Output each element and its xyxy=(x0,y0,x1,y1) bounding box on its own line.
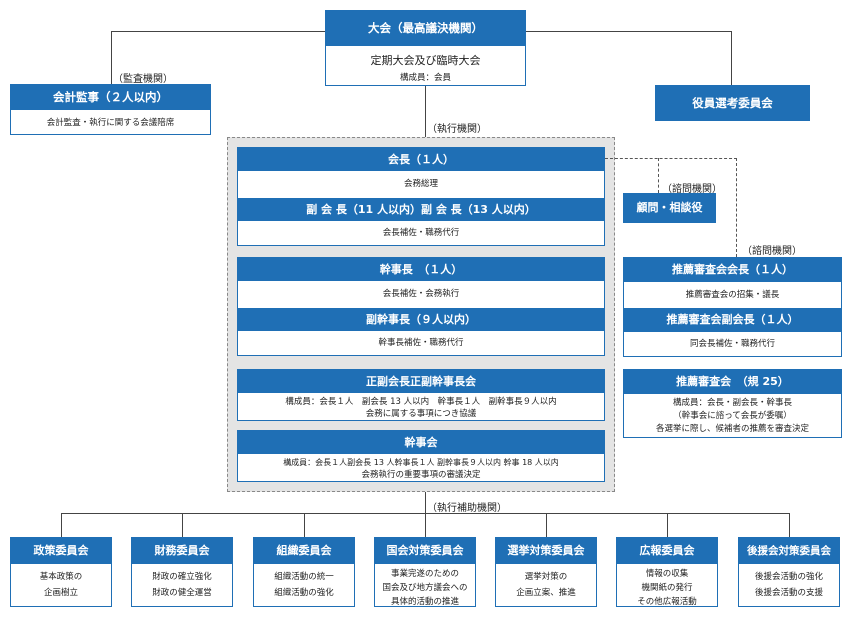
deputy-secretary-title: 副幹事長（９人以内） xyxy=(238,308,604,331)
leaders-meeting-members: 構成員：会長１人 副会長 13 人以内 幹事長１人 副幹事長９人以内 xyxy=(285,397,557,407)
committee-election: 選挙対策委員会 選挙対策の 企画立案、推進 xyxy=(495,537,597,607)
audit-title: 会計監事（２人以内） xyxy=(11,85,210,110)
connector-assembly-exec xyxy=(425,86,426,137)
audit-box: 会計監事（２人以内） 会計監査・執行に関する会議陪席 xyxy=(10,84,211,135)
deputy-secretary-desc: 幹事長補佐・職務代行 xyxy=(378,338,464,348)
rec-vice-title: 推薦審査会副会長（１人） xyxy=(624,308,841,332)
committee-duties: 選挙対策の 企画立案、推進 xyxy=(516,572,576,598)
support-label: （執行補助機関） xyxy=(427,503,507,514)
rec-vice-desc: 同会長補佐・職務代行 xyxy=(689,339,775,349)
committee-title: 国会対策委員会 xyxy=(375,538,475,564)
rec-chair-desc: 推薦審査会の招集・議長 xyxy=(685,290,780,300)
leaders-meeting-duty: 会務に属する事項につき協議 xyxy=(365,409,477,419)
board-box: 幹事会 構成員：会長１人副会長 13 人幹事長１人 副幹事長９人以内 幹事 18… xyxy=(237,430,605,482)
rec-council-members: 構成員：会長・副会長・幹事長 xyxy=(672,398,792,408)
connector-committee-1 xyxy=(61,513,62,537)
rec-council-title: 推薦審査会 （規 25） xyxy=(624,370,841,394)
committee-diet-affairs: 国会対策委員会 事業完遂のための 国会及び地方議会への 具体的活動の推進 xyxy=(374,537,476,607)
committee-title: 政策委員会 xyxy=(11,538,111,564)
audit-desc: 会計監査・執行に関する会議陪席 xyxy=(46,118,175,128)
leaders-meeting-box: 正副会長正副幹事長会 構成員：会長１人 副会長 13 人以内 幹事長１人 副幹事… xyxy=(237,369,605,421)
rec-council-appointment: （幹事会に諮って会長が委嘱） xyxy=(673,411,792,421)
committee-organization: 組織委員会 組織活動の統一 組織活動の強化 xyxy=(253,537,355,607)
board-duty: 会務執行の重要事項の審議決定 xyxy=(361,470,481,480)
committee-duties: 財政の確立強化 財政の健全運営 xyxy=(152,572,212,598)
committee-title: 財務委員会 xyxy=(132,538,232,564)
vice-president-desc: 会長補佐・職務代行 xyxy=(382,228,460,238)
audit-label: （監査機関） xyxy=(113,74,173,85)
assembly-box: 大会（最高議決機関） 定期大会及び臨時大会 構成員：会員 xyxy=(325,10,526,86)
connector-committee-3 xyxy=(304,513,305,537)
secretary-general-box: 幹事長 （１人） 会長補佐・会務執行 副幹事長（９人以内） 幹事長補佐・職務代行 xyxy=(237,257,605,356)
executive-label: （執行機関） xyxy=(427,124,487,135)
rec-council-duty: 各選挙に際し、候補者の推薦を審査決定 xyxy=(655,424,809,434)
secretary-general-desc: 会長補佐・会務執行 xyxy=(382,289,460,299)
committee-title: 選挙対策委員会 xyxy=(496,538,596,564)
advisors-title: 顧問・相談役 xyxy=(624,194,715,222)
advisory-dashed-horizontal xyxy=(605,158,737,159)
assembly-meeting-type: 定期大会及び臨時大会 xyxy=(370,54,481,67)
committee-supporters: 後援会対策委員会 後援会活動の強化 後援会活動の支援 xyxy=(738,537,840,607)
committee-title: 組織委員会 xyxy=(254,538,354,564)
advisors-box: 顧問・相談役 xyxy=(623,193,716,223)
board-title: 幹事会 xyxy=(238,431,604,454)
president-box: 会長（１人） 会務総理 副 会 長（11 人以内）副 会 長（13 人以内） 会… xyxy=(237,147,605,246)
rec-chair-box: 推薦審査会会長（１人） 推薦審査会の招集・議長 推薦審査会副会長（１人） 同会長… xyxy=(623,257,842,357)
secretary-general-title: 幹事長 （１人） xyxy=(238,258,604,281)
connector-committee-2 xyxy=(182,513,183,537)
officer-selection-box: 役員選考委員会 xyxy=(655,85,810,121)
committee-public-relations: 広報委員会 情報の収集 機関紙の発行 その他広報活動 xyxy=(616,537,718,607)
committee-duties: 組織活動の統一 組織活動の強化 xyxy=(274,572,334,598)
connector-committee-4 xyxy=(425,513,426,537)
committee-duties: 後援会活動の強化 後援会活動の支援 xyxy=(754,572,823,598)
advisory-dashed-vertical-1 xyxy=(658,158,659,193)
connector-audit-horizontal xyxy=(111,31,325,32)
advisory-label-2: （諮問機関） xyxy=(742,246,802,257)
connector-selection-horizontal xyxy=(526,31,732,32)
advisory-label-1: （諮問機関） xyxy=(662,184,722,195)
officer-selection-title: 役員選考委員会 xyxy=(656,86,809,120)
connector-committee-5 xyxy=(546,513,547,537)
committee-duties: 基本政策の 企画樹立 xyxy=(39,572,83,598)
rec-chair-title: 推薦審査会会長（１人） xyxy=(624,258,841,282)
committee-finance: 財務委員会 財政の確立強化 財政の健全運営 xyxy=(131,537,233,607)
rec-council-box: 推薦審査会 （規 25） 構成員：会長・副会長・幹事長 （幹事会に諮って会長が委… xyxy=(623,369,842,438)
assembly-members: 構成員：会員 xyxy=(399,73,451,83)
leaders-meeting-title: 正副会長正副幹事長会 xyxy=(238,370,604,393)
connector-selection-vertical xyxy=(731,31,732,85)
president-desc: 会務総理 xyxy=(403,179,438,189)
president-title: 会長（１人） xyxy=(238,148,604,171)
board-members: 構成員：会長１人副会長 13 人幹事長１人 副幹事長９人以内 幹事 18 人以内 xyxy=(283,458,559,467)
committee-title: 後援会対策委員会 xyxy=(739,538,839,564)
committee-policy: 政策委員会 基本政策の 企画樹立 xyxy=(10,537,112,607)
committee-title: 広報委員会 xyxy=(617,538,717,564)
committee-duties: 事業完遂のための 国会及び地方議会への 具体的活動の推進 xyxy=(382,569,468,607)
connector-committee-7 xyxy=(789,513,790,537)
connector-exec-support xyxy=(425,492,426,513)
assembly-title: 大会（最高議決機関） xyxy=(326,11,525,46)
vice-president-title: 副 会 長（11 人以内）副 会 長（13 人以内） xyxy=(238,198,604,221)
connector-audit-vertical xyxy=(111,31,112,84)
connector-committee-6 xyxy=(667,513,668,537)
committee-duties: 情報の収集 機関紙の発行 その他広報活動 xyxy=(637,569,697,607)
advisory-dashed-vertical-2 xyxy=(736,158,737,257)
